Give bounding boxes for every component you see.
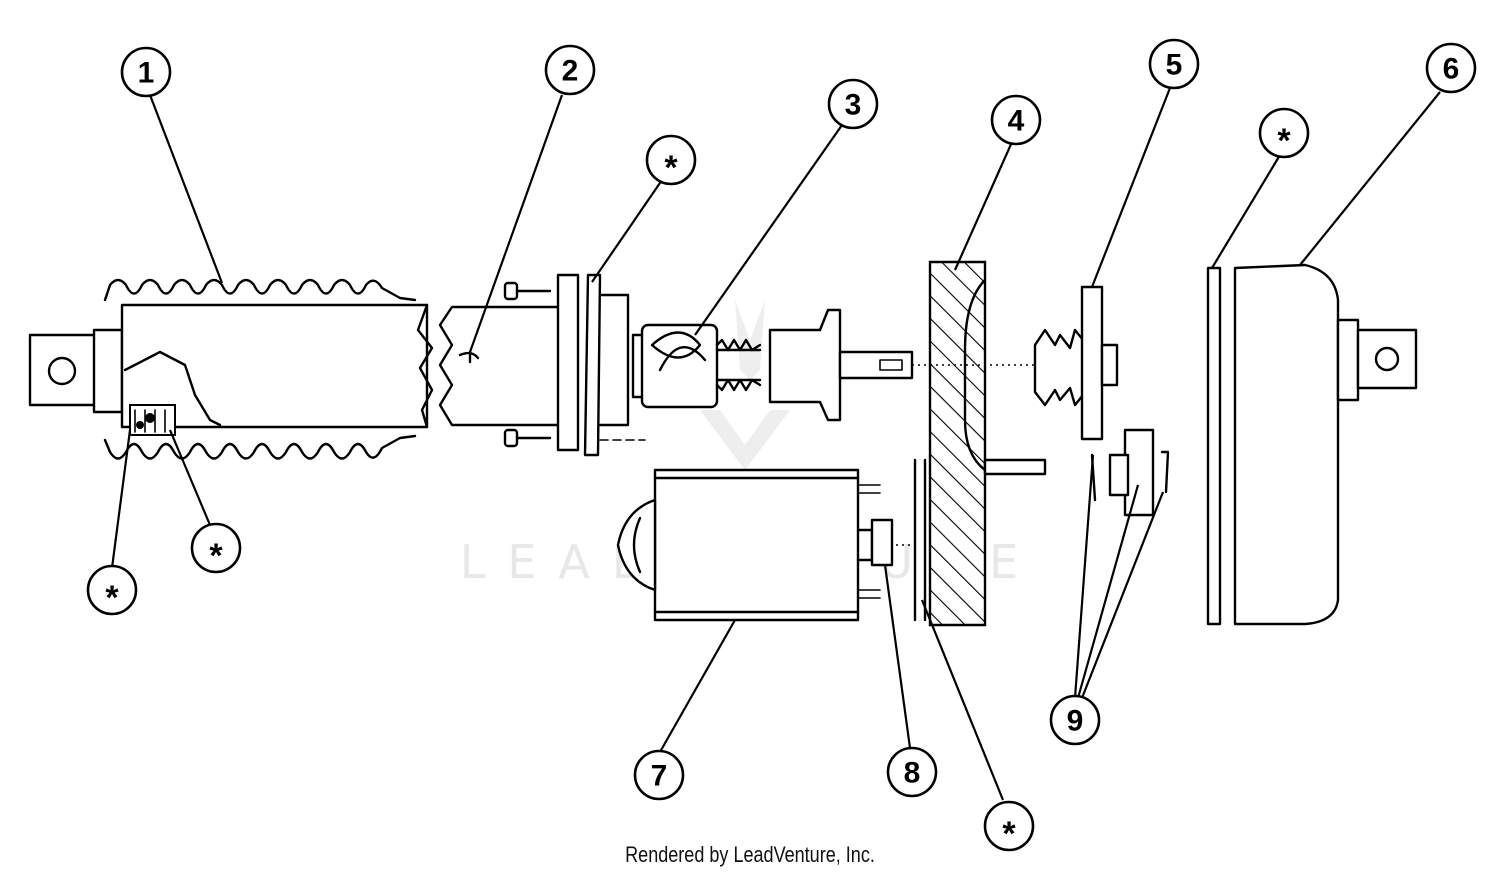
bellows-bottom-convolutions xyxy=(103,434,417,460)
boot-collar xyxy=(92,328,124,414)
inner-tube-mark xyxy=(458,350,480,364)
mounting-screws xyxy=(503,281,552,448)
callout-4[interactable]: 4 xyxy=(990,94,1042,146)
end-gasket xyxy=(583,273,602,457)
left-clevis-hole xyxy=(47,356,77,386)
bellows-top-convolutions xyxy=(103,278,417,302)
part-2-inner-tube xyxy=(438,273,646,457)
callout-star-5[interactable]: * xyxy=(983,800,1035,853)
leader-star-5 xyxy=(920,599,1005,801)
motor-can xyxy=(653,468,860,622)
leader-2 xyxy=(468,94,564,353)
svg-text:9: 9 xyxy=(1067,705,1084,738)
part-7-motor xyxy=(616,468,881,622)
tube-cutaway xyxy=(123,350,222,427)
housing-tab xyxy=(983,458,1047,476)
leader-lines xyxy=(110,87,1441,801)
tube-break-left xyxy=(416,303,434,429)
clip-right xyxy=(1160,450,1170,494)
motor-bearing xyxy=(632,516,642,574)
callout-2[interactable]: 2 xyxy=(544,44,596,96)
svg-text:*: * xyxy=(209,537,223,575)
callout-star-3[interactable]: * xyxy=(86,564,138,617)
end-flange xyxy=(598,293,630,427)
svg-text:*: * xyxy=(105,579,119,617)
svg-text:1: 1 xyxy=(138,57,155,90)
brush-block-tab xyxy=(1108,453,1130,497)
pulley-hub xyxy=(1100,343,1119,387)
callout-9[interactable]: 9 xyxy=(1049,694,1101,746)
gear-hub xyxy=(768,308,842,422)
motor-can-rims xyxy=(653,476,860,614)
cover-body xyxy=(1233,263,1340,626)
boot-seal-detail xyxy=(129,404,176,436)
left-clevis-tab xyxy=(28,333,107,407)
leader-4 xyxy=(953,141,1014,271)
inner-tube-body xyxy=(438,305,562,427)
part-9-brush-holders xyxy=(1090,428,1170,517)
worm-thread-top xyxy=(715,338,762,352)
motor-terminals xyxy=(857,484,881,599)
pulley-plate xyxy=(1080,285,1104,441)
callout-6[interactable]: 6 xyxy=(1425,42,1477,94)
svg-text:4: 4 xyxy=(1008,105,1025,138)
right-clevis-tab xyxy=(1356,328,1418,390)
cover-nut xyxy=(1336,318,1360,402)
callouts: 1 2 3 4 5 6 7 8 xyxy=(86,38,1477,853)
part-8-coupler xyxy=(870,518,894,567)
right-clevis-hole xyxy=(1374,346,1400,372)
callout-star-4[interactable]: * xyxy=(190,522,242,575)
leader-star-3 xyxy=(110,429,132,569)
svg-text:5: 5 xyxy=(1166,49,1183,82)
leader-8 xyxy=(883,564,912,749)
leader-star-2 xyxy=(1211,154,1281,269)
callout-star-2[interactable]: * xyxy=(1258,107,1310,160)
end-plate xyxy=(556,273,580,452)
part-5-pulley xyxy=(1033,285,1119,441)
svg-text:7: 7 xyxy=(651,760,668,793)
drive-nut-cross xyxy=(650,331,707,372)
housing-section xyxy=(928,260,987,627)
part-1-boot-assembly xyxy=(28,278,434,460)
leader-star-4 xyxy=(168,429,212,526)
part-4-gear-housing xyxy=(913,260,1047,627)
part-3-drive-nut xyxy=(631,308,914,422)
part-6-end-cover xyxy=(1206,263,1418,626)
worm-thread-bottom xyxy=(715,378,762,392)
svg-text:*: * xyxy=(664,149,678,187)
housing-cavity xyxy=(963,278,987,472)
callout-star-1[interactable]: * xyxy=(645,134,697,187)
leader-3 xyxy=(694,124,843,336)
motor-end-bell xyxy=(616,498,657,592)
drive-nut-body xyxy=(640,323,719,409)
svg-text:6: 6 xyxy=(1443,53,1460,86)
callout-3[interactable]: 3 xyxy=(827,78,879,130)
leader-9 xyxy=(1073,454,1165,699)
callout-1[interactable]: 1 xyxy=(120,46,172,98)
housing-gasket xyxy=(913,458,927,622)
leader-6 xyxy=(1299,91,1441,266)
render-credit: Rendered by LeadVenture, Inc. xyxy=(625,842,875,867)
leader-star-1 xyxy=(591,179,663,283)
callout-8[interactable]: 8 xyxy=(886,746,938,798)
coupler-body xyxy=(870,518,894,567)
leader-1 xyxy=(148,94,224,284)
svg-text:8: 8 xyxy=(904,757,921,790)
svg-text:*: * xyxy=(1277,122,1291,160)
svg-text:3: 3 xyxy=(845,89,862,122)
leader-5 xyxy=(1090,87,1172,288)
pulley-stack xyxy=(1033,328,1085,407)
worm-shaft xyxy=(715,348,762,382)
callout-7[interactable]: 7 xyxy=(633,749,685,801)
shaft-keyway xyxy=(879,359,903,371)
svg-text:2: 2 xyxy=(562,55,579,88)
leader-7 xyxy=(659,619,736,753)
callout-5[interactable]: 5 xyxy=(1148,38,1200,90)
svg-text:*: * xyxy=(1002,815,1016,853)
cover-gasket xyxy=(1206,266,1222,626)
